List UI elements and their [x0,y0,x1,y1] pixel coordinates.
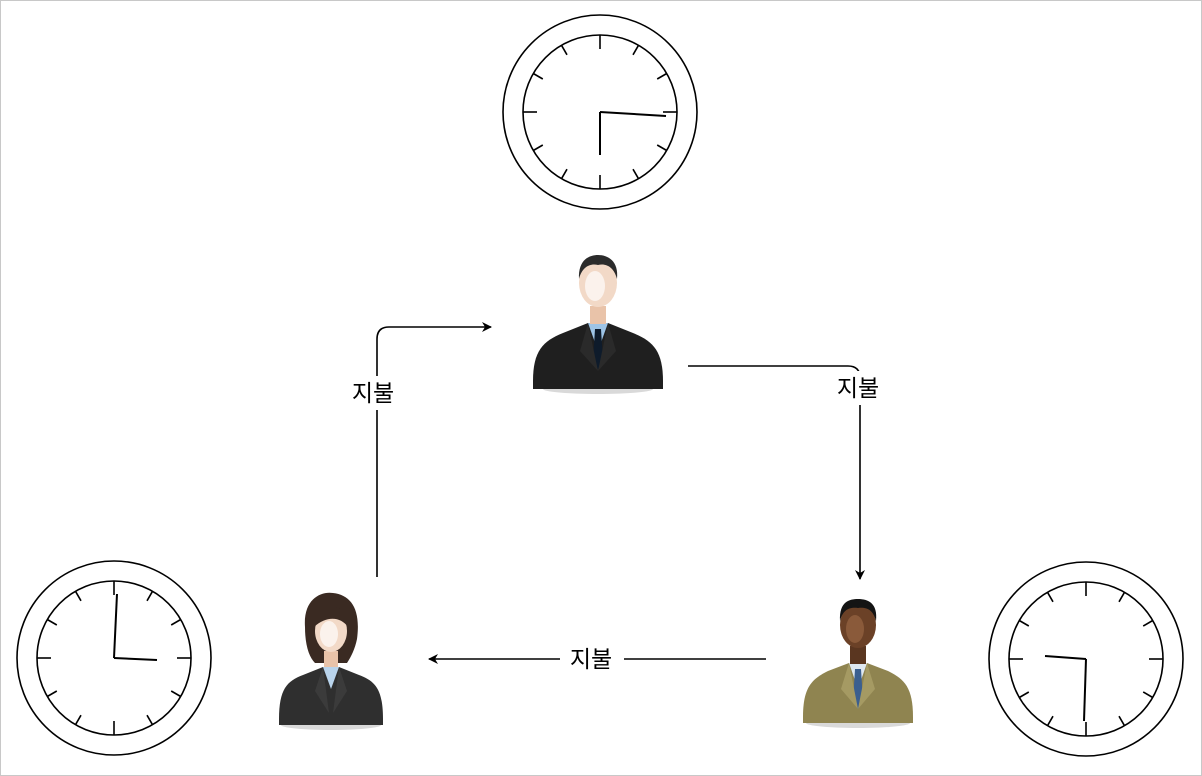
edge-label: 지불 [837,376,879,402]
businessman-tan-suit-icon [803,599,913,728]
clock-icon [502,14,698,210]
clock-icon [988,561,1184,757]
edge-label: 지불 [570,647,612,673]
businesswoman-icon [279,592,383,730]
businessman-icon [533,255,663,394]
edge-label: 지불 [352,381,394,407]
edge-top-to-right: 지불 [688,365,891,580]
edge-right-to-left: 지불 [428,642,766,676]
clock-icon [16,560,212,756]
edge-left-to-top: 지불 [341,322,492,577]
